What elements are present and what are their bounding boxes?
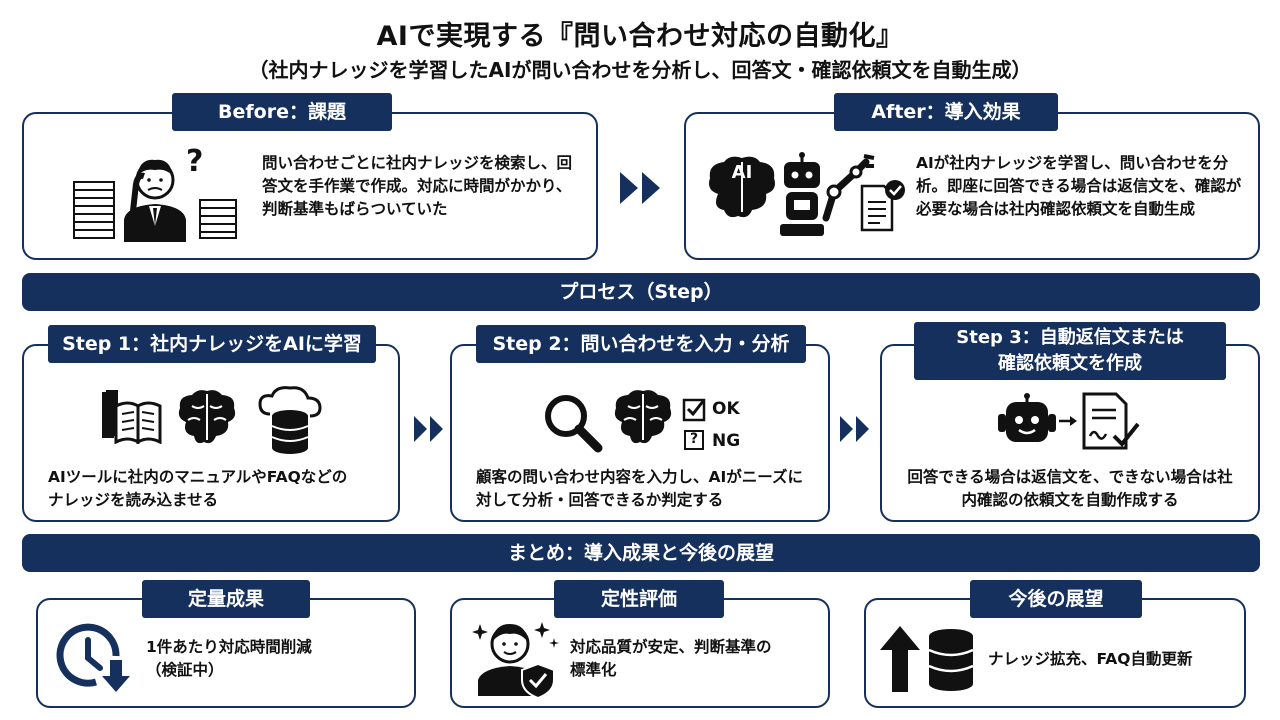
robot-arm-icon xyxy=(822,154,875,222)
robot-icon xyxy=(780,152,824,236)
arrow-up-icon xyxy=(880,626,920,692)
quantitative-text-line1: 1件あたり対応時間削減 xyxy=(146,638,312,656)
outlook-text: ナレッジ拡充、FAQ自動更新 xyxy=(988,650,1193,668)
process-bar: プロセス（Step） xyxy=(22,273,1260,311)
confused-person-icon xyxy=(124,159,186,242)
before-text: 問い合わせごとに社内ナレッジを検索し、回答文を手作業で作成。対応に時間がかかり、… xyxy=(262,154,573,218)
arrow-right-icon xyxy=(1059,416,1077,426)
quantitative-label: 定量成果 xyxy=(142,580,310,618)
before-label: Before：課題 xyxy=(172,93,392,131)
books-icon xyxy=(102,390,162,444)
summary-bar: まとめ：導入成果と今後の展望 xyxy=(22,534,1260,572)
ok-label: OK xyxy=(712,399,740,419)
checked-document-icon xyxy=(860,180,905,232)
clock-down-icon xyxy=(56,623,130,692)
step3-label-line2: 確認依頼文を作成 xyxy=(998,353,1142,374)
quantitative-text: 1件あたり対応時間削減 （検証中） xyxy=(146,636,396,682)
step2-label: Step 2：問い合わせを入力・分析 xyxy=(476,325,806,363)
step1-label: Step 1：社内ナレッジをAIに学習 xyxy=(48,325,376,363)
qualitative-text: 対応品質が安定、判断基準の 標準化 xyxy=(570,636,820,682)
outlook-label: 今後の展望 xyxy=(970,580,1142,618)
quantitative-text-line2: （検証中） xyxy=(146,661,224,679)
qualitative-label: 定性評価 xyxy=(554,580,724,618)
database-icon xyxy=(928,629,974,691)
signed-document-icon xyxy=(1082,392,1140,450)
step2-text: 顧客の問い合わせ内容を入力し、AIがニーズに対して分析・回答できるか判定する xyxy=(476,468,803,509)
chatbot-icon xyxy=(998,393,1056,442)
ai-brain-icon xyxy=(709,156,775,218)
page-title: AIで実現する『問い合わせ対応の自動化』 xyxy=(376,21,904,52)
after-card xyxy=(684,112,1260,260)
brain-icon xyxy=(614,390,672,444)
double-chevron-icon xyxy=(620,172,660,204)
ng-label: NG xyxy=(712,431,741,451)
question-box-icon: ? xyxy=(684,430,704,450)
step3-text: 回答できる場合は返信文を、できない場合は社内確認の依頼文を自動作成する xyxy=(907,468,1233,509)
person-shield-icon xyxy=(472,622,559,698)
step1-text: AIツールに社内のマニュアルやFAQなどのナレッジを読み込ませる xyxy=(48,468,348,509)
magnifier-icon xyxy=(545,395,603,453)
qualitative-text-line2: 標準化 xyxy=(570,661,617,679)
after-label: After：導入効果 xyxy=(834,93,1058,131)
checkbox-icon xyxy=(682,398,706,422)
step3-label-line1: Step 3：自動返信文または xyxy=(956,327,1184,348)
cloud-database-icon xyxy=(258,386,322,454)
qualitative-text-line1: 対応品質が安定、判断基準の xyxy=(570,638,772,656)
brain-icon xyxy=(178,390,236,444)
document-stack-icon xyxy=(199,199,237,239)
double-chevron-icon xyxy=(840,416,869,442)
page-subtitle: （社内ナレッジを学習したAIが問い合わせを分析し、回答文・確認依頼文を自動生成） xyxy=(248,58,1032,82)
document-stack-icon xyxy=(73,181,115,239)
question-mark-icon: ? xyxy=(186,144,204,179)
step3-label: Step 3：自動返信文または 確認依頼文を作成 xyxy=(914,322,1226,380)
ai-label: AI xyxy=(731,162,753,183)
after-text: AIが社内ナレッジを学習し、問い合わせを分析。即座に回答できる場合は返信文を、確… xyxy=(916,154,1242,218)
double-chevron-icon xyxy=(414,416,443,442)
